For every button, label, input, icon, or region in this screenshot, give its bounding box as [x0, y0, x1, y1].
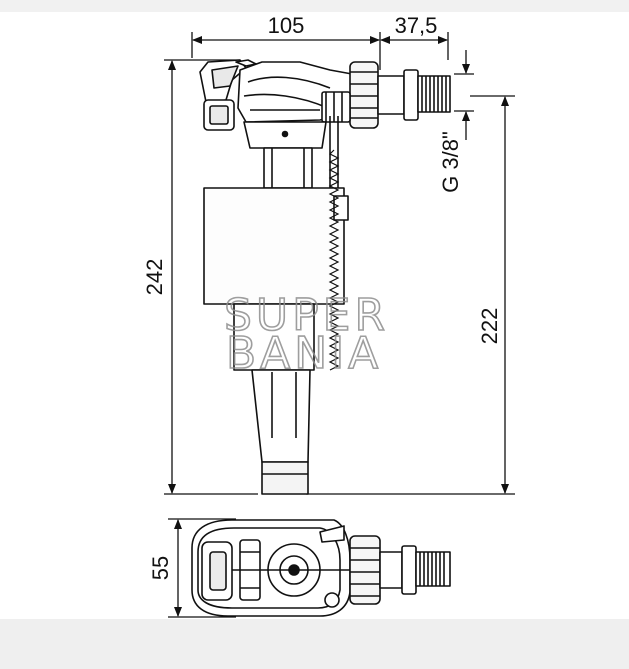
watermark-line-2: BANIA: [226, 328, 382, 379]
dimension-55-label: 55: [148, 556, 173, 580]
fill-valve-front-view: [199, 59, 451, 495]
fill-valve-top-view: [191, 519, 451, 617]
watermark-line-1: SUPER: [224, 290, 389, 341]
dimension-242-label: 242: [142, 259, 167, 296]
dimension-37-5-label: 37,5: [395, 13, 438, 38]
dimension-222-label: 222: [477, 308, 502, 345]
watermark: SUPER BANIA: [223, 289, 389, 380]
dimension-105-label: 105: [268, 13, 305, 38]
bottom-margin: [0, 619, 629, 669]
spring-chain: [328, 149, 340, 371]
thread-size-label: G 3/8": [438, 131, 463, 193]
top-margin: [0, 0, 629, 12]
